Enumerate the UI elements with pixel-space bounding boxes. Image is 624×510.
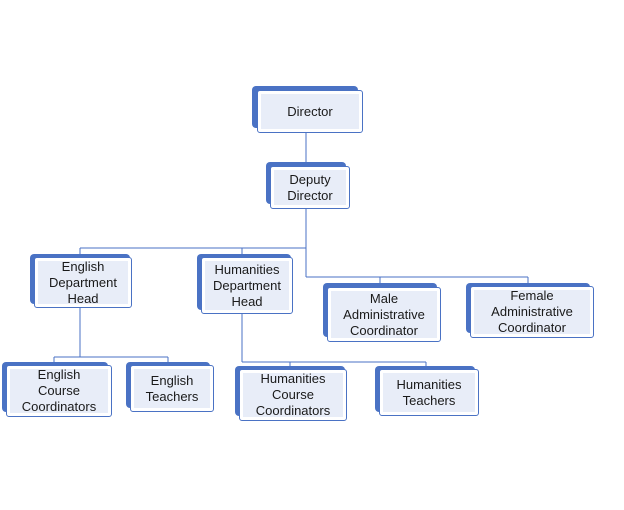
node-humanities-course-coordinators-label: Humanities Course Coordinators [243, 371, 343, 418]
node-male-administrative-coordinator-label: Male Administrative Coordinator [331, 291, 437, 338]
node-english-course-coordinators-label: English Course Coordinators [10, 367, 108, 414]
node-humanities-teachers-label: Humanities Teachers [383, 373, 475, 412]
node-english-teachers-label: English Teachers [134, 369, 210, 408]
node-english-department-head-label: English Department Head [38, 259, 128, 306]
node-humanities-department-head-label: Humanities Department Head [205, 261, 289, 310]
node-deputy-director-label: Deputy Director [274, 170, 346, 205]
node-director-label: Director [261, 94, 359, 129]
node-female-administrative-coordinator-label: Female Administrative Coordinator [474, 288, 590, 335]
